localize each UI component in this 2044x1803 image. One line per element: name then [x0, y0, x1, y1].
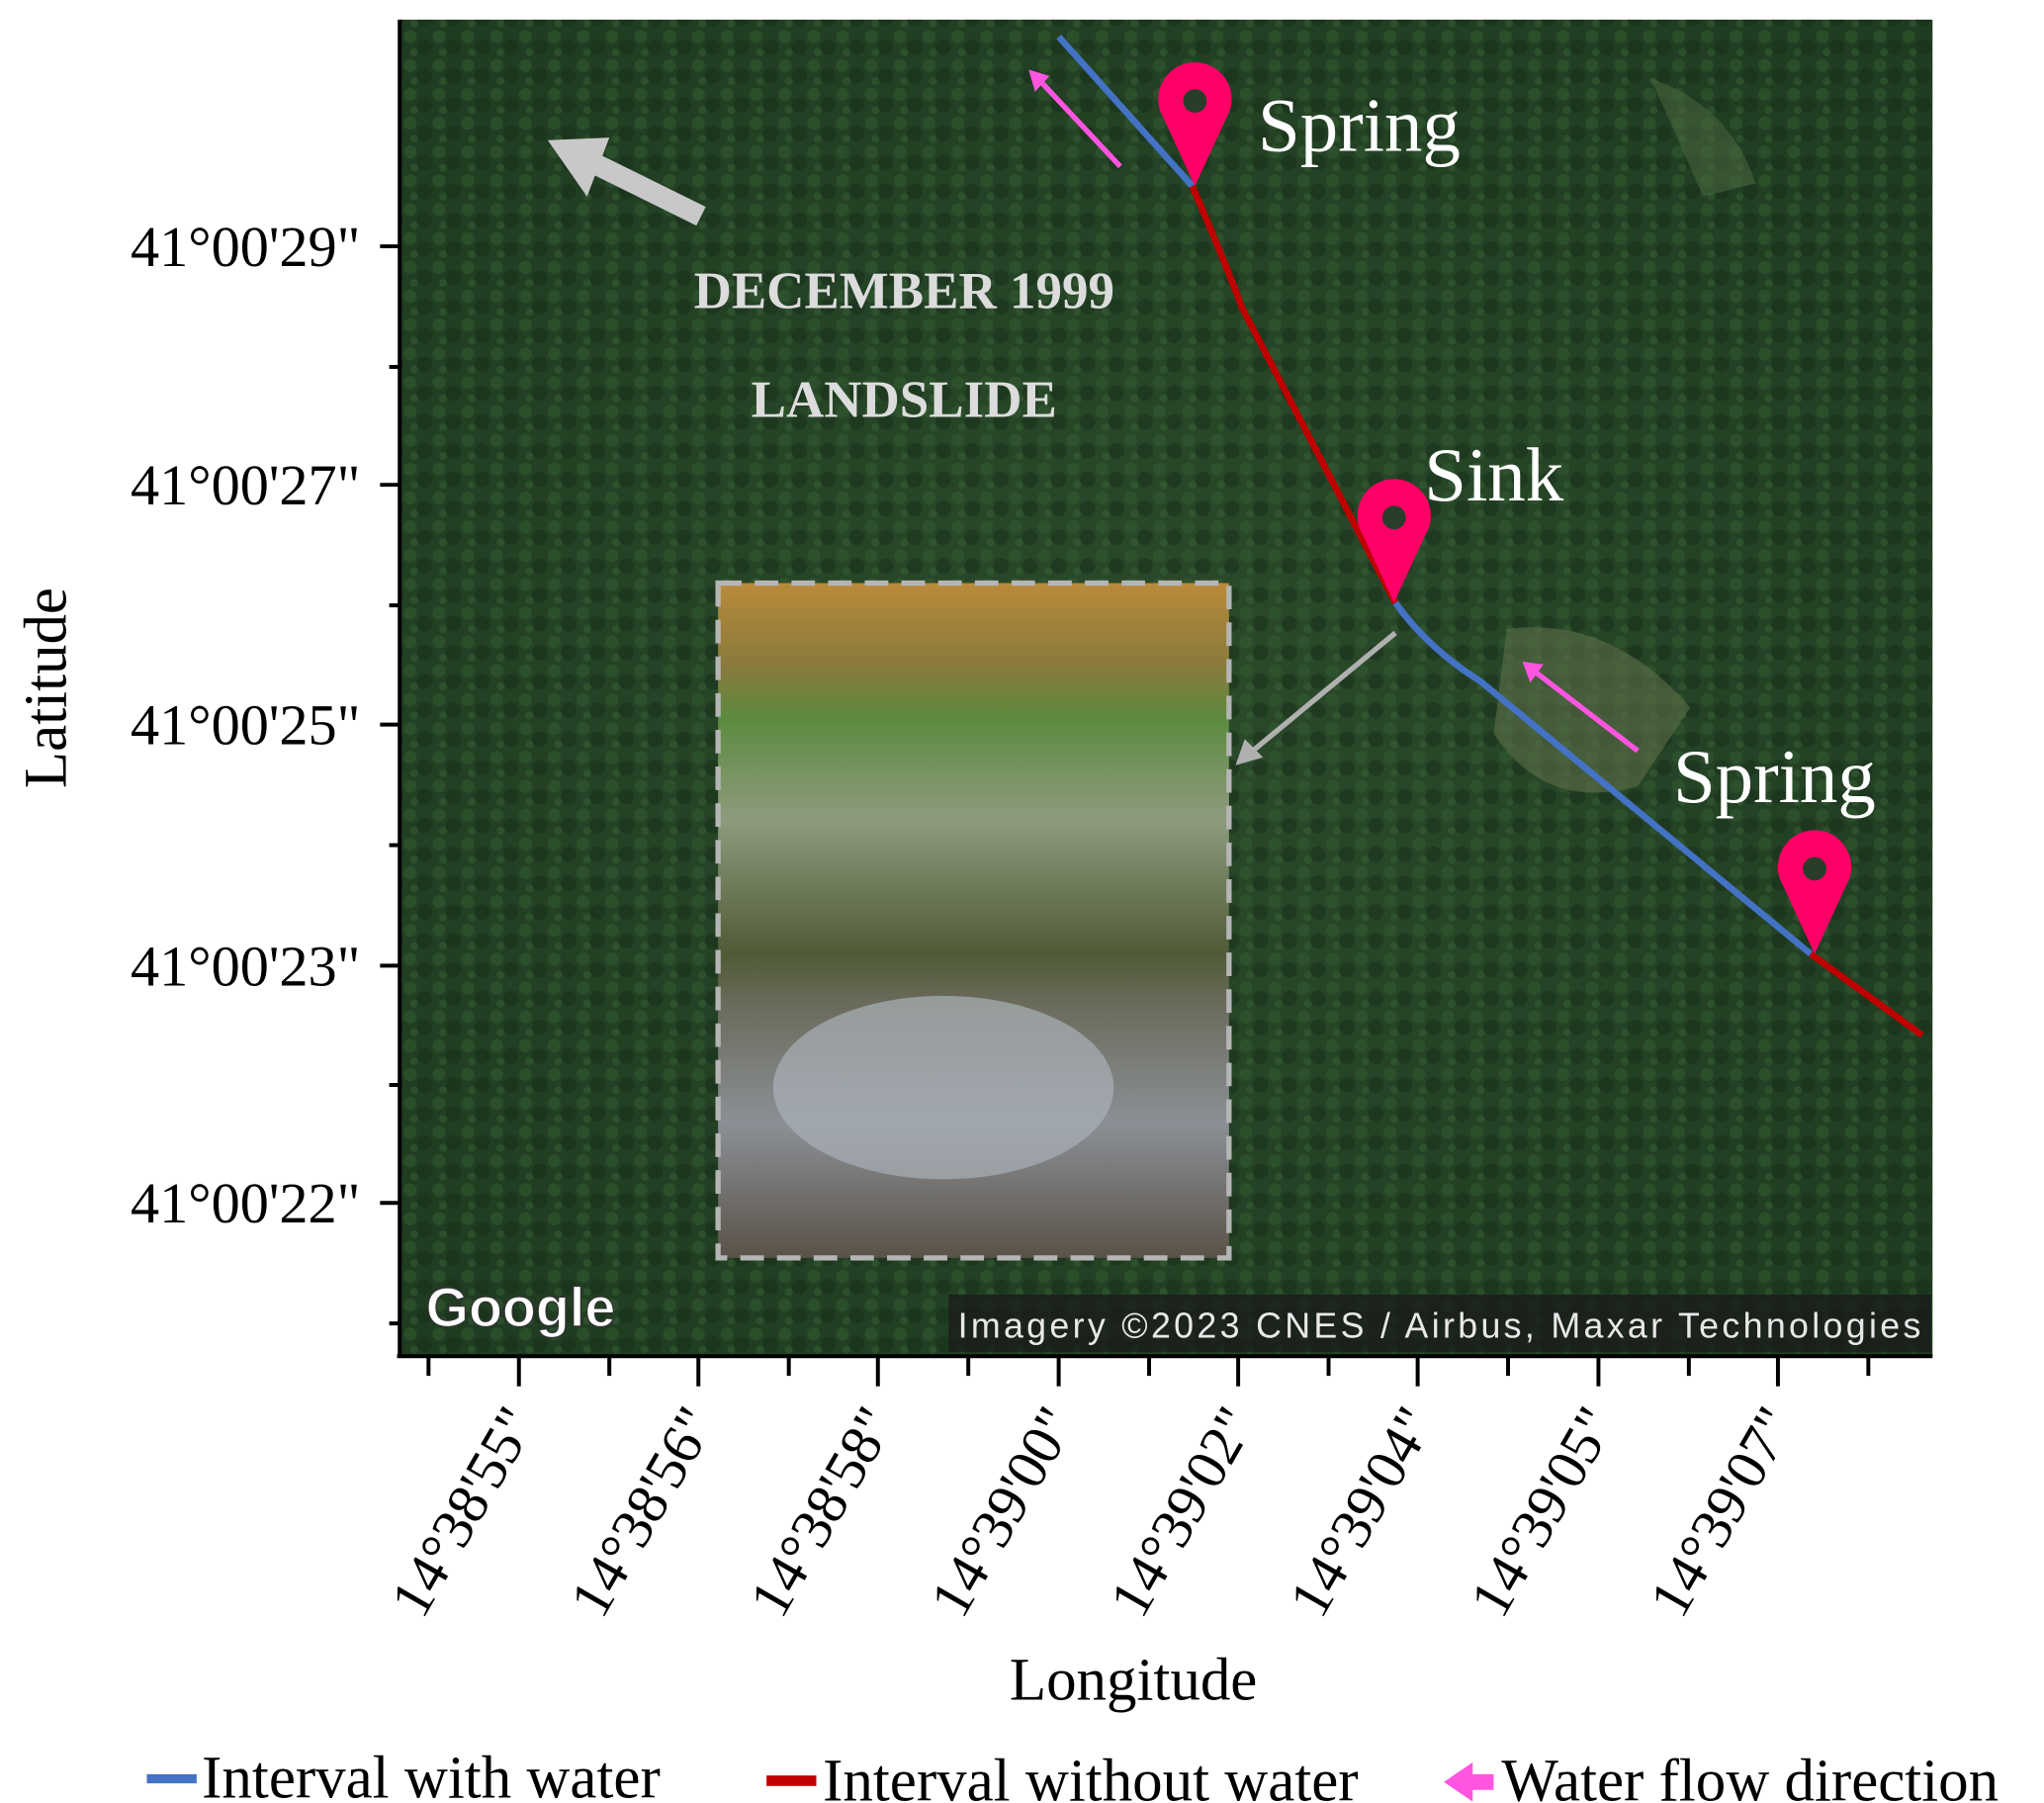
interval-with-water — [1392, 600, 1814, 957]
y-axis-label: Latitude — [13, 587, 79, 788]
interval-without-water — [1189, 184, 1399, 604]
y-tick-label: 41°00'23" — [131, 934, 360, 998]
attribution-box — [948, 1294, 1931, 1353]
field-photo-inset — [715, 580, 1232, 1261]
stream-path — [1056, 34, 1924, 1038]
x-tick-label: 14°38'55" — [378, 1396, 549, 1627]
axes — [397, 19, 1933, 1359]
interval-without-water — [1809, 950, 1924, 1038]
legend-item-flow-direction: Water flow direction — [1444, 1748, 1999, 1803]
event-label-line2: LANDSLIDE — [752, 371, 1057, 428]
x-axis-label: Longitude — [1010, 1647, 1257, 1713]
svg-text:Interval with water: Interval with water — [202, 1746, 661, 1803]
svg-text:Water flow direction: Water flow direction — [1501, 1748, 1999, 1803]
imagery-credit: Imagery ©2023 CNES / Airbus, Maxar Techn… — [958, 1307, 1921, 1346]
x-tick-label: 14°39'05" — [1458, 1396, 1629, 1627]
svg-text:Interval without water: Interval without water — [823, 1748, 1358, 1803]
legend: Interval with water Interval without wat… — [146, 1746, 1999, 1803]
legend-item-without-water: Interval without water — [766, 1748, 1359, 1803]
google-logo: Google — [426, 1277, 616, 1338]
x-tick-label: 14°38'56" — [558, 1396, 729, 1627]
x-tick-label: 14°39'02" — [1097, 1396, 1268, 1627]
water-flow-arrow — [1028, 69, 1122, 169]
landslide-direction-arrow — [547, 137, 706, 226]
x-tick-label: 14°38'58" — [737, 1396, 908, 1627]
y-tick-label: 41°00'22" — [131, 1171, 360, 1235]
legend-item-with-water: Interval with water — [146, 1746, 661, 1803]
spring-label: Spring — [1673, 735, 1876, 819]
y-tick-label: 41°00'27" — [131, 453, 360, 517]
spring-pin-icon — [1777, 830, 1852, 954]
flow-arrow-icon — [1444, 1761, 1494, 1802]
event-label-line1: DECEMBER 1999 — [694, 262, 1114, 319]
spring-pin-icon — [1158, 62, 1232, 187]
water-flow-arrow — [1522, 662, 1640, 754]
spring-label: Spring — [1258, 83, 1461, 167]
interval-with-water — [1056, 34, 1196, 189]
x-tick-label: 14°39'04" — [1277, 1396, 1448, 1627]
y-ticks — [380, 244, 400, 1326]
y-tick-label: 41°00'25" — [131, 693, 360, 758]
sink-pin-icon — [1357, 479, 1431, 603]
x-tick-label: 14°39'07" — [1637, 1396, 1808, 1627]
x-ticks — [426, 1356, 1871, 1387]
sink-label: Sink — [1424, 433, 1563, 517]
y-tick-label: 41°00'29" — [131, 215, 360, 279]
x-tick-label: 14°39'00" — [918, 1396, 1089, 1627]
